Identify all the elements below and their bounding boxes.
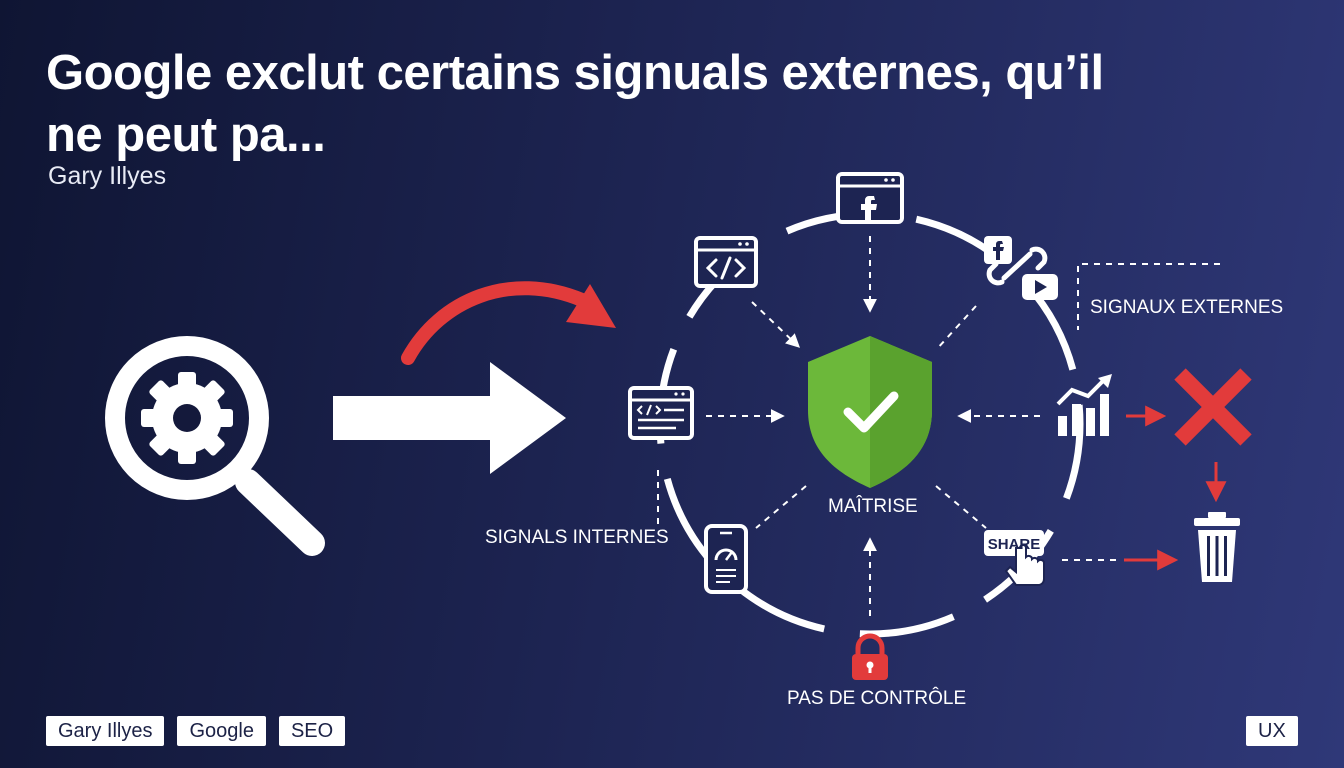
code-document-icon [628, 386, 694, 440]
magnifier-gear-icon [105, 336, 325, 556]
share-hand-icon [984, 530, 1045, 586]
tag-seo[interactable]: SEO [278, 716, 346, 746]
trash-icon [1194, 512, 1240, 582]
bottom-label: PAS DE CONTRÔLE [787, 688, 967, 709]
connector-top-left [751, 301, 801, 348]
x-mark-icon [1174, 368, 1252, 446]
code-window-icon [694, 236, 758, 288]
page-title: Google exclut certains signuals externes… [46, 46, 1104, 162]
tag-list: Gary Illyes Google SEO [46, 716, 346, 746]
curved-arrow-icon [401, 281, 616, 365]
right-arrow-icon [333, 362, 566, 474]
center-label: MAÎTRISE [828, 496, 918, 517]
share-button-label: SHARE [988, 536, 1041, 553]
mobile-speed-icon [704, 524, 748, 594]
author-name: Gary Illyes [48, 162, 167, 190]
lock-icon [852, 633, 888, 680]
chart-icon [1056, 374, 1112, 436]
link-social-icon [984, 236, 1058, 300]
facebook-window-icon [836, 172, 904, 224]
connector-external-label [1077, 263, 1220, 330]
external-signals-label: SIGNAUX EXTERNES [1090, 297, 1284, 318]
connector-bottom-left [755, 485, 807, 529]
tag-ux[interactable]: UX [1246, 716, 1298, 746]
shield-check-icon [808, 336, 932, 488]
tag-gary-illyes[interactable]: Gary Illyes [46, 716, 165, 746]
internal-signals-label: SIGNALS INTERNES [485, 527, 669, 548]
tag-google[interactable]: Google [177, 716, 266, 746]
connector-bottom-right [935, 485, 987, 529]
connector-top-right [935, 305, 977, 351]
